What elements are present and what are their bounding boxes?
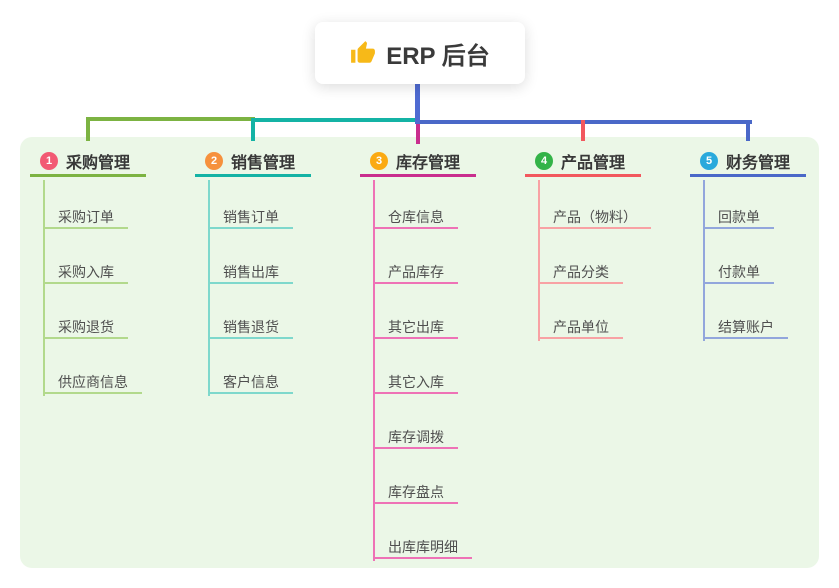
branch-number-badge: 3	[370, 152, 388, 170]
thumbs-up-icon	[351, 41, 376, 63]
child-node[interactable]: 结算账户	[703, 315, 788, 339]
child-node[interactable]: 销售退货	[208, 315, 293, 339]
child-node[interactable]: 回款单	[703, 205, 774, 229]
branch-children-line	[373, 180, 375, 561]
child-node[interactable]: 产品库存	[373, 260, 458, 284]
connector-root-drop	[415, 84, 420, 124]
branch-label: 库存管理	[396, 155, 461, 172]
branch-label: 产品管理	[561, 155, 626, 172]
child-node[interactable]: 客户信息	[208, 370, 293, 394]
child-node[interactable]: 产品分类	[538, 260, 623, 284]
connector-drop-branch-1	[86, 117, 90, 141]
branch-number-badge: 1	[40, 152, 58, 170]
child-node[interactable]: 库存调拨	[373, 425, 458, 449]
connector-trunk-left	[88, 117, 255, 121]
child-node[interactable]: 采购退货	[43, 315, 128, 339]
connector-trunk-mid	[251, 118, 419, 122]
child-node[interactable]: 其它出库	[373, 315, 458, 339]
root-title: ERP 后台	[386, 42, 490, 70]
branches-panel	[20, 137, 819, 568]
branch-number-badge: 5	[700, 152, 718, 170]
child-node[interactable]: 销售出库	[208, 260, 293, 284]
branch-node-4[interactable]: 4 产品管理	[525, 148, 641, 177]
branch-children-line	[703, 180, 705, 341]
branch-2: 2 销售管理销售订单销售出库销售退货客户信息	[195, 148, 311, 396]
branch-label: 采购管理	[66, 155, 131, 172]
child-node[interactable]: 出库库明细	[373, 535, 472, 559]
child-node[interactable]: 仓库信息	[373, 205, 458, 229]
connector-trunk-right	[419, 120, 752, 124]
child-node[interactable]: 采购入库	[43, 260, 128, 284]
branch-5: 5 财务管理回款单付款单结算账户	[690, 148, 806, 341]
child-node[interactable]: 采购订单	[43, 205, 128, 229]
branch-node-5[interactable]: 5 财务管理	[690, 148, 806, 177]
connector-drop-branch-5	[746, 120, 750, 141]
branch-children-line	[208, 180, 210, 396]
child-node[interactable]: 产品（物料）	[538, 205, 651, 229]
connector-drop-branch-4	[581, 120, 585, 141]
branch-node-3[interactable]: 3 库存管理	[360, 148, 476, 177]
child-node[interactable]: 其它入库	[373, 370, 458, 394]
child-node[interactable]: 产品单位	[538, 315, 623, 339]
child-node[interactable]: 供应商信息	[43, 370, 142, 394]
child-node[interactable]: 付款单	[703, 260, 774, 284]
branch-label: 销售管理	[231, 155, 296, 172]
branch-number-badge: 4	[535, 152, 553, 170]
branch-1: 1 采购管理采购订单采购入库采购退货供应商信息	[30, 148, 146, 396]
connector-drop-branch-2	[251, 118, 255, 141]
root-node[interactable]: ERP 后台	[315, 22, 525, 84]
branch-3: 3 库存管理仓库信息产品库存其它出库其它入库库存调拨库存盘点出库库明细	[360, 148, 476, 561]
branch-4: 4 产品管理产品（物料） 产品分类产品单位	[525, 148, 651, 341]
branch-children-line	[538, 180, 540, 341]
branch-node-1[interactable]: 1 采购管理	[30, 148, 146, 177]
child-node[interactable]: 销售订单	[208, 205, 293, 229]
branch-number-badge: 2	[205, 152, 223, 170]
branch-node-2[interactable]: 2 销售管理	[195, 148, 311, 177]
branch-children-line	[43, 180, 45, 396]
branch-label: 财务管理	[726, 155, 791, 172]
child-node[interactable]: 库存盘点	[373, 480, 458, 504]
connector-drop-branch-3	[416, 122, 420, 144]
